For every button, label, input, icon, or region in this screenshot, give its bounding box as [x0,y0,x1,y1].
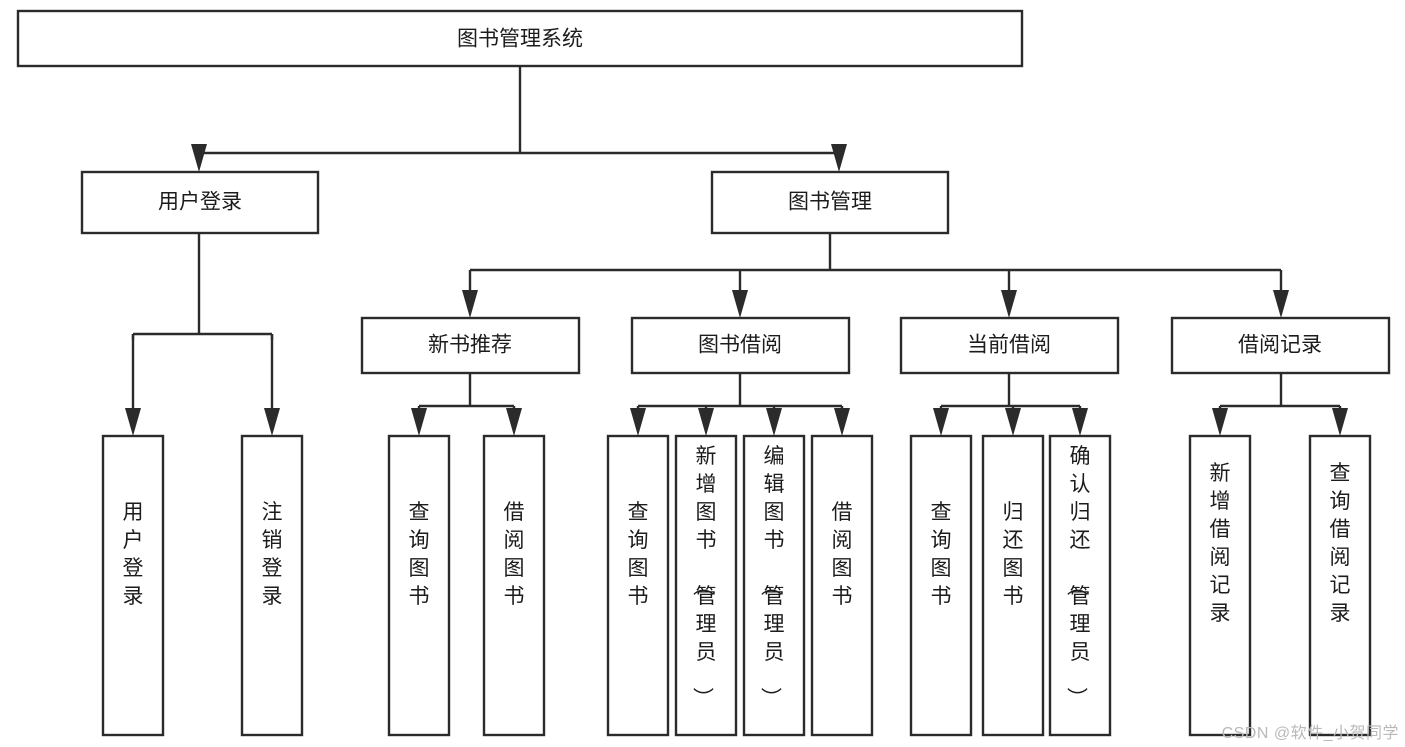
node-root-box[interactable] [16,9,1024,68]
arrowhead-leaf-nb-borrow [506,408,522,436]
node-borrow-record[interactable]: 借阅记录 [1170,316,1391,375]
arrowhead-leaf-bw-query [630,408,646,436]
arrowhead-leaf-bw-edit [766,408,782,436]
arrowhead-borrow [732,290,748,318]
node-root-label: 图书管理系统 [457,28,583,51]
arrowhead-current [1001,290,1017,318]
arrowhead-leaf-rec-add [1212,408,1228,436]
node-leaf-user-logout-label: 注销登录 [262,501,283,608]
node-new-book[interactable]: 新书推荐 [360,316,581,375]
node-leaf-cur-query-label: 查询图书 [931,501,952,608]
arrowhead-leaf-cur-return [1005,408,1021,436]
node-leaf-user-login-box[interactable] [101,434,165,737]
arrowhead-leaf-user-login [125,408,141,436]
node-leaf-cur-return[interactable]: 归还图书 [981,434,1045,737]
connector-current-spine [941,373,1080,408]
node-leaf-bw-edit-box[interactable] [742,434,806,737]
node-book-manage[interactable]: 图书管理 [710,170,950,235]
node-leaf-nb-borrow[interactable]: 借阅图书 [482,434,546,737]
node-leaf-cur-confirm-label: 确认归还（管理员） [1065,445,1091,708]
connector-layer [125,66,1348,436]
node-leaf-bw-edit[interactable]: 编辑图书（管理员） [742,434,806,737]
connector-record-spine [1218,373,1342,412]
node-leaf-nb-query-label: 查询图书 [409,501,430,608]
node-leaf-bw-query[interactable]: 查询图书 [606,434,670,737]
node-leaf-user-logout-box[interactable] [240,434,304,737]
node-current-borrow[interactable]: 当前借阅 [899,316,1120,375]
node-borrow-record-box[interactable] [1170,316,1391,375]
connector-root-spine [197,66,841,158]
node-new-book-label: 新书推荐 [428,334,512,357]
arrowhead-user-login [191,144,207,172]
node-leaf-nb-borrow-label: 借阅图书 [504,501,525,608]
node-leaf-cur-return-box[interactable] [981,434,1045,737]
node-book-borrow-label: 图书借阅 [698,334,782,357]
node-root[interactable]: 图书管理系统 [16,9,1024,68]
node-leaf-cur-confirm-box[interactable] [1048,434,1112,737]
connector-borrow-spine [638,373,842,408]
arrowhead-record [1273,290,1289,318]
node-current-borrow-label: 当前借阅 [967,334,1051,357]
node-leaf-bw-add-label: 新增图书（管理员） [691,445,717,708]
connector-bookmanage-spine [470,233,1281,272]
node-leaf-nb-query-box[interactable] [387,434,451,737]
node-book-borrow-box[interactable] [630,316,851,375]
node-leaf-cur-return-label: 归还图书 [1003,501,1024,608]
connector-userlogin-spine [131,233,274,340]
node-leaf-bw-borrow[interactable]: 借阅图书 [810,434,874,737]
node-leaf-bw-edit-label: 编辑图书（管理员） [759,445,785,708]
node-user-login[interactable]: 用户登录 [80,170,320,235]
arrowhead-new-book [462,290,478,318]
node-user-login-label: 用户登录 [158,191,242,214]
node-book-manage-box[interactable] [710,170,950,235]
node-book-borrow[interactable]: 图书借阅 [630,316,851,375]
node-leaf-cur-confirm[interactable]: 确认归还（管理员） [1048,434,1112,737]
node-leaf-user-login[interactable]: 用户登录 [101,434,165,737]
arrowhead-leaf-user-logout [264,408,280,436]
arrowhead-book-manage [831,144,847,172]
arrowhead-leaf-nb-query [411,408,427,436]
node-borrow-record-label: 借阅记录 [1238,334,1322,357]
node-leaf-rec-query-label: 查询借阅记录 [1330,462,1351,625]
node-leaf-user-login-label: 用户登录 [123,501,144,608]
node-user-login-box[interactable] [80,170,320,235]
arrowhead-leaf-cur-confirm [1072,408,1088,436]
arrowhead-leaf-cur-query [933,408,949,436]
node-leaf-user-logout[interactable]: 注销登录 [240,434,304,737]
arrowhead-leaf-bw-borrow [834,408,850,436]
node-leaf-cur-query-box[interactable] [909,434,973,737]
arrowhead-leaf-bw-add [698,408,714,436]
node-leaf-bw-add-box[interactable] [674,434,738,737]
node-leaf-rec-query[interactable]: 查询借阅记录 [1308,434,1372,737]
node-leaf-bw-add[interactable]: 新增图书（管理员） [674,434,738,737]
node-leaf-rec-add[interactable]: 新增借阅记录 [1188,434,1252,737]
node-book-manage-label: 图书管理 [788,191,872,214]
node-leaf-rec-add-label: 新增借阅记录 [1210,462,1231,625]
node-leaf-bw-borrow-box[interactable] [810,434,874,737]
node-leaf-rec-query-box[interactable] [1308,434,1372,737]
node-leaf-nb-query[interactable]: 查询图书 [387,434,451,737]
arrowhead-leaf-rec-query [1332,408,1348,436]
node-leaf-bw-borrow-label: 借阅图书 [832,501,853,608]
node-leaf-nb-borrow-box[interactable] [482,434,546,737]
node-leaf-bw-query-box[interactable] [606,434,670,737]
node-new-book-box[interactable] [360,316,581,375]
connector-newbook-spine [417,373,516,412]
node-leaf-rec-add-box[interactable] [1188,434,1252,737]
node-leaf-bw-query-label: 查询图书 [628,501,649,608]
node-leaf-cur-query[interactable]: 查询图书 [909,434,973,737]
node-current-borrow-box[interactable] [899,316,1120,375]
